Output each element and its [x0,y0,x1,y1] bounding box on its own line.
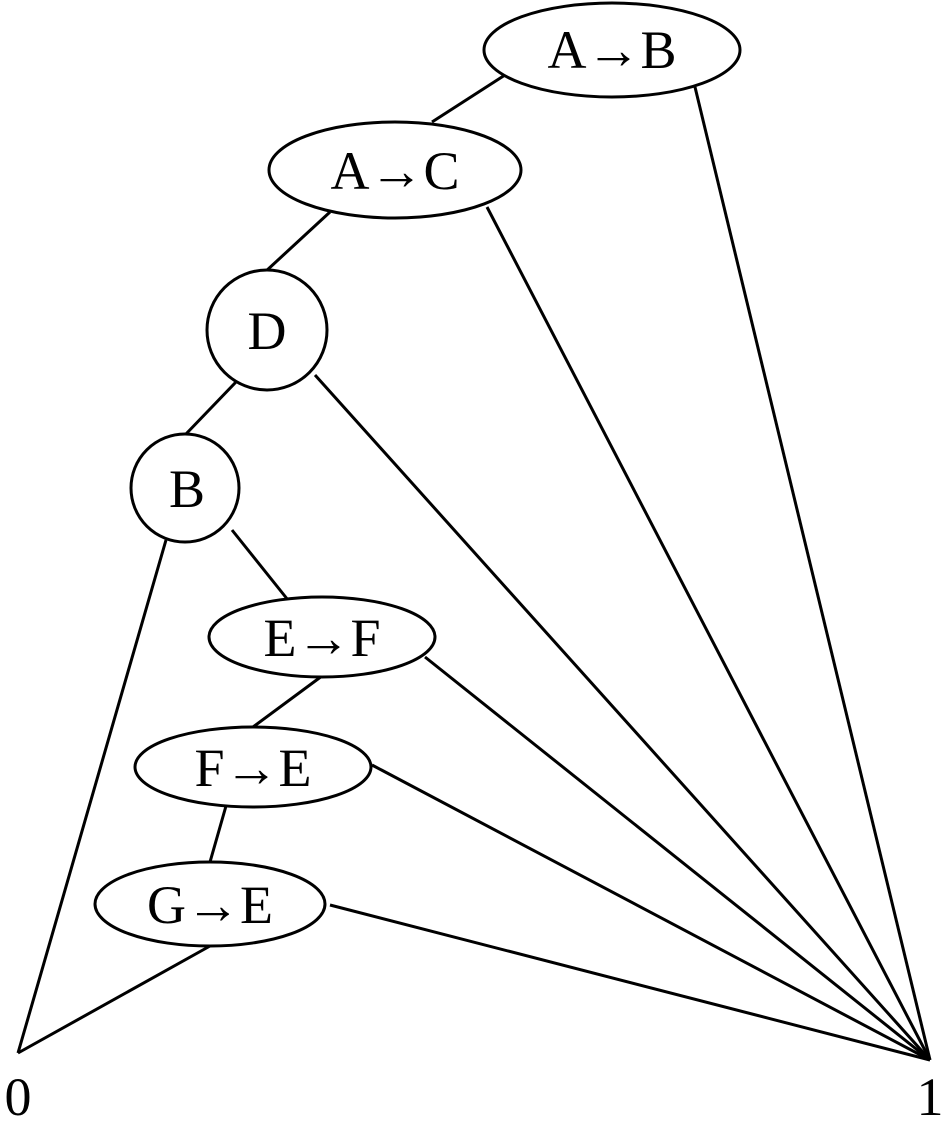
edge-atob-low [431,73,506,124]
node-label: A→B [547,20,676,80]
terminal-zero-label: 0 [5,1067,32,1127]
edge-etof-low [252,674,323,729]
edge-b-high [230,529,290,601]
node-a-to-b: A→B [482,1,742,99]
node-g-to-e: G→E [93,860,327,948]
edge-ftoe-high [371,763,931,1062]
node-e-to-f: E→F [207,595,437,679]
node-f-to-e: F→E [133,725,373,809]
edge-b-low [16,539,168,1054]
node-label: A→C [330,141,459,201]
edge-gtoe-low [17,944,211,1055]
node-label: D [248,301,287,361]
edge-ftoe-low [208,805,228,863]
edge-atob-high [693,86,932,1061]
node-a-to-c: A→C [267,120,523,220]
edge-d-high [313,373,932,1062]
node-d: D [205,268,329,392]
edges [16,73,932,1062]
edge-etof-high [424,655,931,1062]
node-label: G→E [147,875,273,935]
edge-atoc-low [263,210,332,274]
node-label: B [169,459,205,519]
edge-gtoe-high [329,903,931,1062]
edge-atoc-high [485,206,932,1061]
node-label: F→E [194,738,311,798]
terminal-one-label: 1 [917,1067,944,1127]
edge-d-low [183,380,238,437]
node-label: E→F [263,608,380,668]
node-b: B [129,432,241,544]
